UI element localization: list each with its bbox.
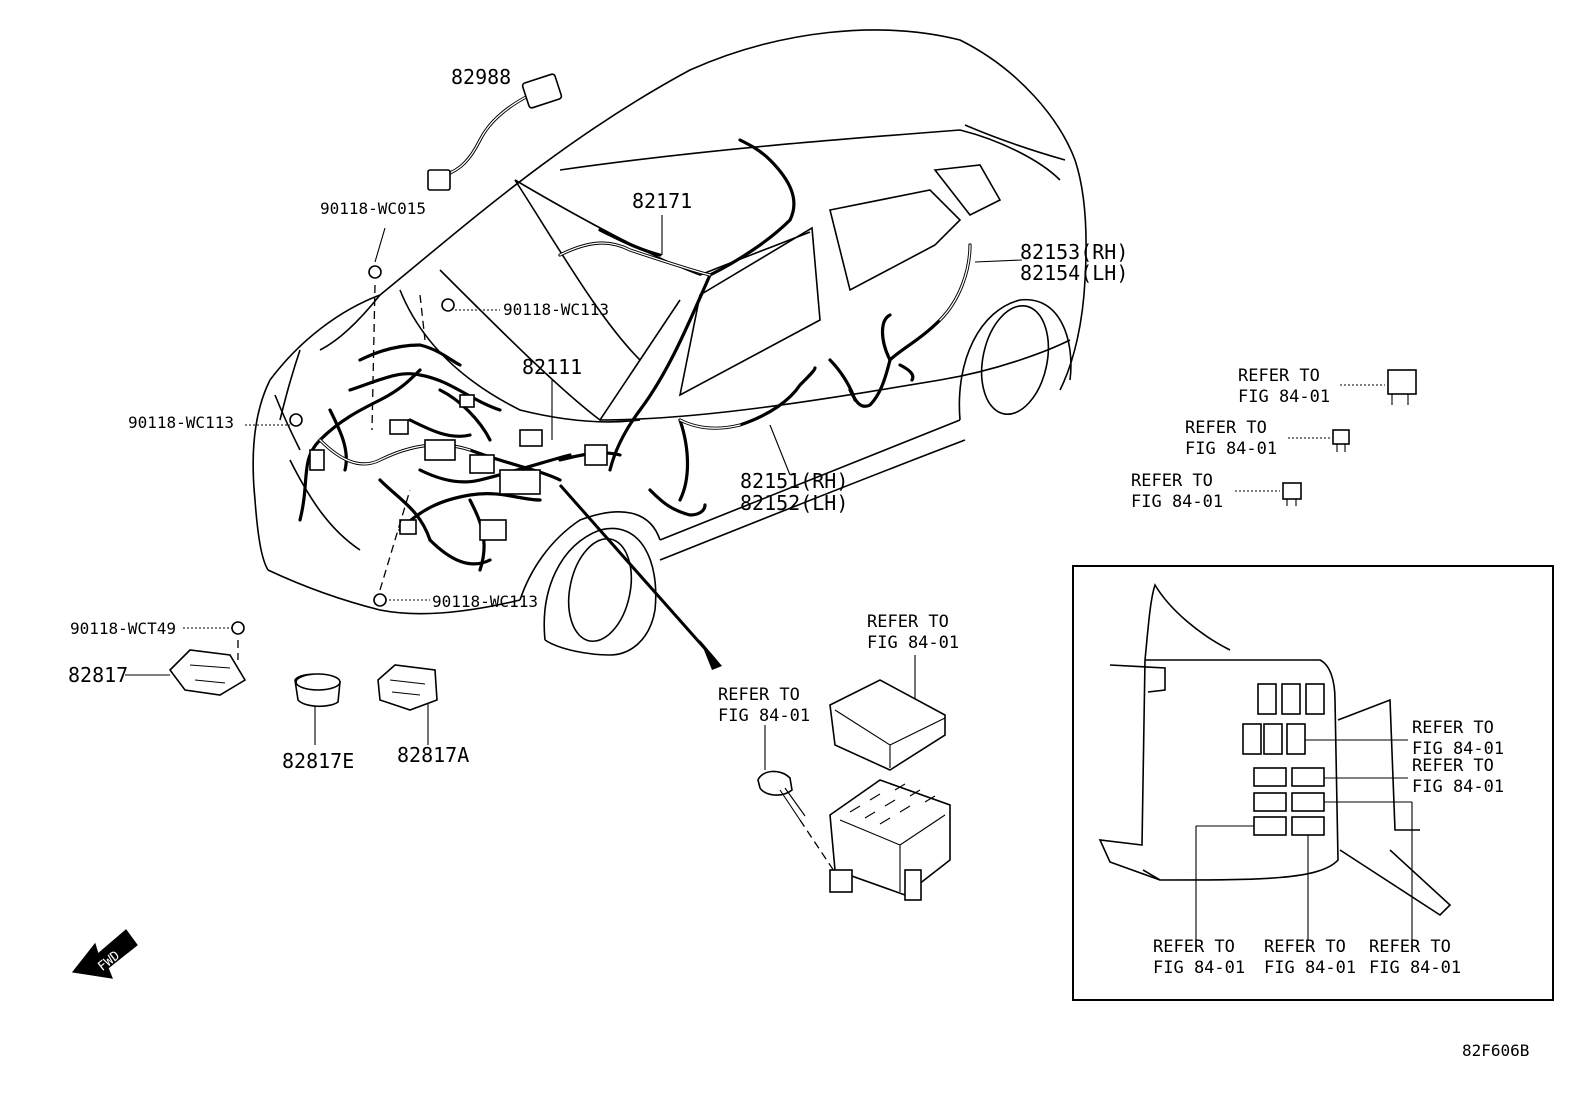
svg-text:REFER TO: REFER TO	[1238, 366, 1320, 386]
vehicle-outline	[252, 29, 1087, 656]
part-82817A: 82817A	[397, 743, 469, 767]
bracket-82817A	[377, 664, 438, 711]
svg-text:FIG 84-01: FIG 84-01	[718, 706, 810, 726]
rear-harness-82153	[828, 243, 972, 408]
refer-inset-5: REFER TO FIG 84-01	[1369, 937, 1461, 978]
floor-harness-82151	[648, 366, 817, 517]
part-82817: 82817	[68, 663, 128, 687]
part-82154: 82154(LH)	[1020, 261, 1128, 285]
svg-text:FIG 84-01: FIG 84-01	[1153, 958, 1245, 978]
bolt-90118-WC113-bottom: 90118-WC113	[432, 592, 538, 611]
bolt-90118-WC113-top: 90118-WC113	[503, 300, 609, 319]
part-82151: 82151(RH)	[740, 469, 848, 493]
fuse-box-cover	[829, 679, 946, 771]
svg-text:REFER TO: REFER TO	[1131, 471, 1213, 491]
svg-text:FIG 84-01: FIG 84-01	[1185, 439, 1277, 459]
svg-text:FIG 84-01: FIG 84-01	[1131, 492, 1223, 512]
relay-3	[1282, 482, 1302, 506]
svg-text:FIG 84-01: FIG 84-01	[1412, 739, 1504, 759]
part-82817E: 82817E	[282, 749, 354, 773]
engine-room-harness	[298, 343, 622, 572]
bracket-82817	[168, 649, 247, 696]
svg-text:FIG 84-01: FIG 84-01	[1412, 777, 1504, 797]
svg-text:REFER TO: REFER TO	[867, 612, 949, 632]
relay-2	[1332, 429, 1350, 452]
svg-text:REFER TO: REFER TO	[1264, 937, 1346, 957]
forward-arrow: FWD	[71, 929, 138, 979]
svg-text:FIG 84-01: FIG 84-01	[1238, 387, 1330, 407]
part-82988: 82988	[451, 65, 511, 89]
svg-text:FIG 84-01: FIG 84-01	[867, 633, 959, 653]
relay-1	[1387, 369, 1417, 405]
svg-text:REFER TO: REFER TO	[1412, 756, 1494, 776]
part-82111: 82111	[522, 355, 582, 379]
fuse-box	[829, 779, 951, 901]
refer-inset-4: REFER TO FIG 84-01	[1264, 937, 1356, 978]
svg-text:REFER TO: REFER TO	[1412, 718, 1494, 738]
svg-text:REFER TO: REFER TO	[1185, 418, 1267, 438]
part-82153: 82153(RH)	[1020, 240, 1128, 264]
part-82152: 82152(LH)	[740, 491, 848, 515]
bolt-90118-WCT49: 90118-WCT49	[70, 619, 176, 638]
refer-inset-2: REFER TO FIG 84-01	[1412, 756, 1504, 797]
bolt-90118-WC015: 90118-WC015	[320, 199, 426, 218]
bracket-82817E	[294, 673, 341, 708]
leaders	[125, 215, 1023, 881]
roof-harness-82171	[558, 138, 796, 472]
part-82171: 82171	[632, 189, 692, 213]
refer-inset-3: REFER TO FIG 84-01	[1153, 937, 1245, 978]
diagram-code: 82F606B	[1462, 1041, 1529, 1060]
bolt-90118-WC113-left: 90118-WC113	[128, 413, 234, 432]
svg-text:REFER TO: REFER TO	[1153, 937, 1235, 957]
refer-fuse-cover: REFER TO FIG 84-01	[867, 612, 959, 653]
inset-fuse-detail	[1072, 565, 1554, 1001]
svg-text:REFER TO: REFER TO	[718, 685, 800, 705]
refer-relay-2: REFER TO FIG 84-01	[1185, 418, 1277, 459]
svg-text:FIG 84-01: FIG 84-01	[1369, 958, 1461, 978]
refer-fuse-bolt: REFER TO FIG 84-01	[718, 685, 810, 726]
bolts	[231, 265, 455, 635]
refer-relay-3: REFER TO FIG 84-01	[1131, 471, 1223, 512]
harness-82988	[427, 73, 563, 191]
refer-relay-1: REFER TO FIG 84-01	[1238, 366, 1330, 407]
svg-text:REFER TO: REFER TO	[1369, 937, 1451, 957]
refer-inset-1: REFER TO FIG 84-01	[1412, 718, 1504, 759]
svg-text:FIG 84-01: FIG 84-01	[1264, 958, 1356, 978]
fuse-box-bolt	[757, 770, 806, 821]
